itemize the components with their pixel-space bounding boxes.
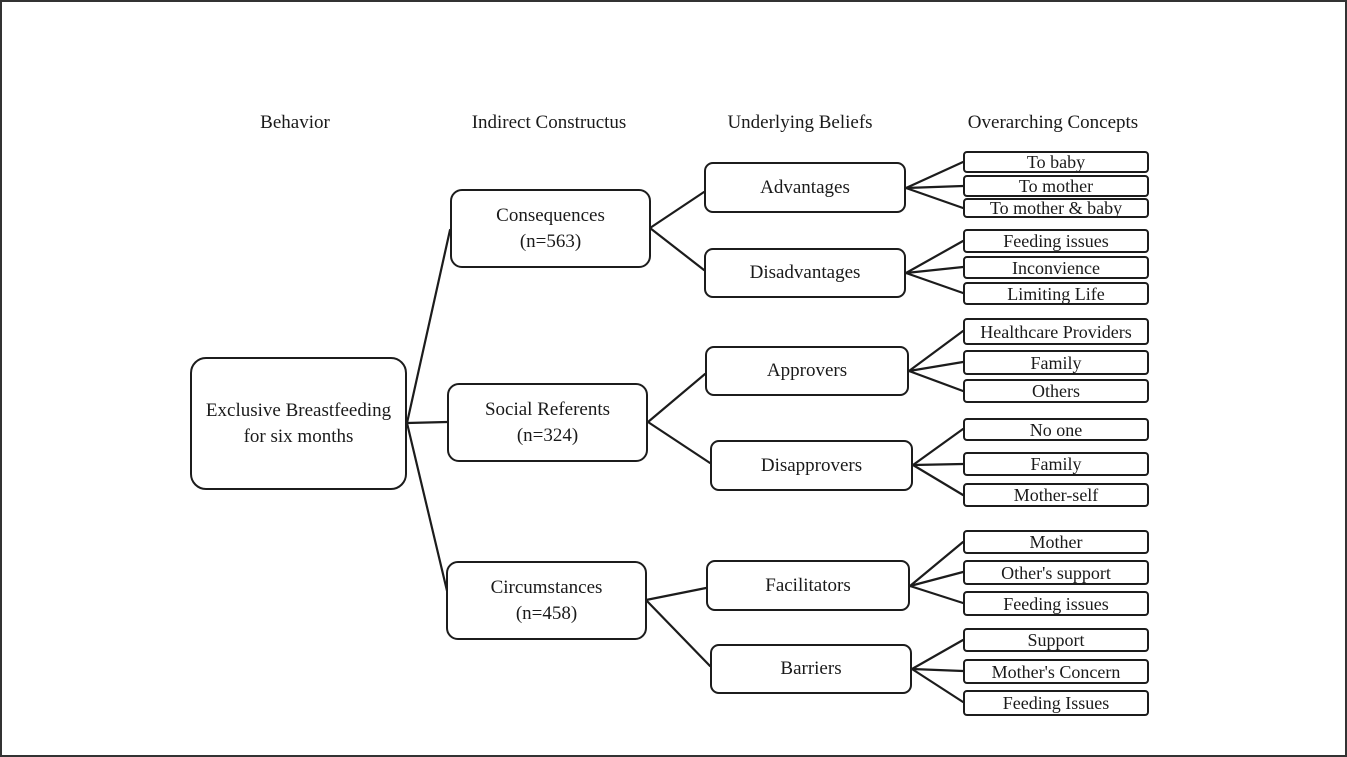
- construct-label: Social Referents: [484, 398, 611, 420]
- edge-group-disadvantages: [904, 239, 965, 295]
- concept-feeding-issues-disadvantage: Feeding issues: [963, 229, 1149, 253]
- concept-to-baby: To baby: [963, 151, 1149, 173]
- connector-line: [908, 584, 965, 605]
- connector-line: [904, 160, 965, 190]
- concept-feeding-issues-barrier: Feeding Issues: [963, 690, 1149, 716]
- belief-advantages: Advantages: [704, 162, 906, 213]
- connector-line: [908, 570, 965, 588]
- construct-n-count: (n=324): [516, 424, 579, 446]
- concept-others: Others: [963, 379, 1149, 403]
- concept-to-mother-and-baby: To mother & baby: [963, 198, 1149, 218]
- connector-line: [405, 420, 449, 425]
- connector-line: [910, 638, 965, 671]
- construct-social-referents: Social Referents (n=324): [447, 383, 648, 462]
- connector-line: [644, 586, 708, 602]
- concept-no-one: No one: [963, 418, 1149, 441]
- connector-line: [907, 360, 965, 373]
- connector-line: [910, 667, 965, 673]
- connector-line: [644, 598, 712, 668]
- behavior-label-line2: for six months: [243, 425, 354, 447]
- connector-line: [648, 190, 706, 230]
- belief-disadvantages: Disadvantages: [704, 248, 906, 298]
- connector-line: [646, 372, 707, 424]
- connector-line: [911, 427, 965, 467]
- column-header-underlying-beliefs: Underlying Beliefs: [727, 112, 873, 133]
- connector-line: [910, 667, 965, 704]
- connector-line: [904, 184, 965, 190]
- connector-line: [405, 421, 450, 597]
- connector-line: [646, 420, 712, 465]
- concept-mother-self: Mother-self: [963, 483, 1149, 507]
- belief-facilitators: Facilitators: [706, 560, 910, 611]
- concept-healthcare-providers: Healthcare Providers: [963, 318, 1149, 345]
- construct-circumstances: Circumstances (n=458): [446, 561, 647, 640]
- construct-n-count: (n=458): [515, 602, 578, 624]
- column-header-indirect-constructs: Indirect Constructus: [471, 112, 627, 133]
- edge-group-disapprovers: [911, 427, 965, 497]
- connector-line: [904, 239, 965, 275]
- concept-family-approver: Family: [963, 350, 1149, 375]
- construct-n-count: (n=563): [519, 230, 582, 252]
- behavior-label-line1: Exclusive Breastfeeding: [205, 399, 392, 421]
- concept-to-mother: To mother: [963, 175, 1149, 197]
- edge-group-barriers: [910, 638, 965, 704]
- edge-group-consequences: [648, 190, 706, 272]
- construct-label: Consequences: [496, 204, 605, 226]
- concept-support: Support: [963, 628, 1149, 652]
- edge-group-facilitators: [908, 540, 965, 605]
- concept-inconvience: Inconvience: [963, 256, 1149, 279]
- connector-line: [405, 228, 452, 425]
- edge-group-circumstances: [644, 586, 712, 668]
- connector-line: [911, 462, 965, 467]
- edge-group-advantages: [904, 160, 965, 210]
- connector-line: [908, 540, 965, 588]
- connector-line: [907, 369, 965, 393]
- column-header-behavior: Behavior: [260, 112, 330, 133]
- construct-consequences: Consequences (n=563): [450, 189, 651, 268]
- edge-group-approvers: [907, 329, 965, 393]
- belief-disapprovers: Disapprovers: [710, 440, 913, 491]
- belief-barriers: Barriers: [710, 644, 912, 694]
- connector-line: [907, 329, 965, 373]
- edge-group-social-referents: [646, 372, 712, 465]
- concept-others-support: Other's support: [963, 560, 1149, 585]
- behavior-root-box: Exclusive Breastfeeding for six months: [190, 357, 407, 490]
- belief-approvers: Approvers: [705, 346, 909, 396]
- column-header-overarching-concepts: Overarching Concepts: [967, 112, 1139, 133]
- connector-line: [904, 186, 965, 210]
- connector-line: [911, 463, 965, 497]
- concept-mothers-concern: Mother's Concern: [963, 659, 1149, 684]
- connector-line: [904, 271, 965, 295]
- concept-limiting-life: Limiting Life: [963, 282, 1149, 305]
- connector-line: [648, 226, 706, 272]
- concept-feeding-issues-facilitator: Feeding issues: [963, 591, 1149, 616]
- concept-mother: Mother: [963, 530, 1149, 554]
- construct-label: Circumstances: [490, 576, 603, 598]
- concept-family-disapprover: Family: [963, 452, 1149, 476]
- connector-line: [904, 265, 965, 275]
- edge-group-root: [405, 228, 452, 597]
